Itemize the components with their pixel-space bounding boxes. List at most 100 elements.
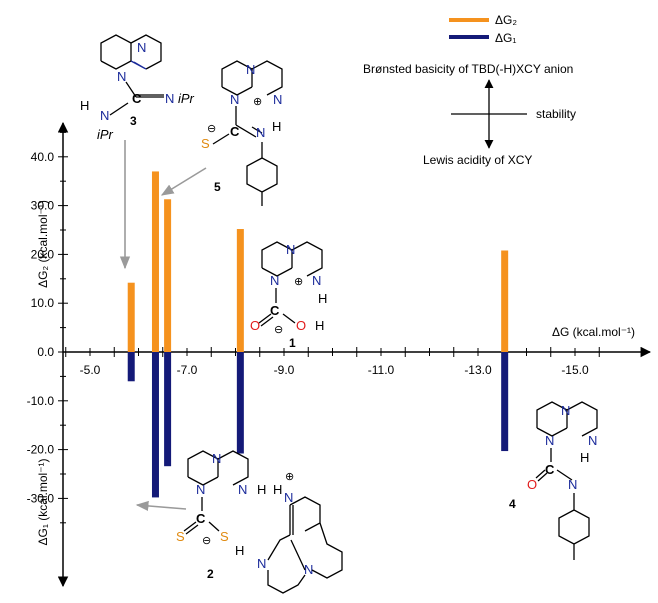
structure-4: N N N C O N H 4 — [509, 401, 598, 560]
bar-dg1 — [151, 352, 159, 498]
compound-label-5: 5 — [214, 180, 221, 194]
atom-ipr: iPr — [178, 91, 195, 106]
structure-5: N N N ⊕ C N H S ⊖ 5 — [201, 60, 283, 206]
y-tick-label: 40.0 — [31, 150, 55, 164]
x-tick-label: -15.0 — [561, 363, 589, 377]
compass: Brønsted basicity of TBD(-H)XCY anion st… — [363, 62, 576, 167]
charge-plus: ⊕ — [253, 96, 262, 108]
atom-n: N — [196, 482, 205, 497]
atom-n: N — [304, 562, 313, 577]
atom-n: N — [165, 91, 174, 106]
atom-n: N — [100, 108, 109, 123]
atom-s: S — [176, 529, 185, 544]
atom-n: N — [561, 403, 570, 418]
x-tick-label: -13.0 — [464, 363, 492, 377]
compound-label-4: 4 — [509, 497, 516, 511]
atom-s: S — [220, 529, 229, 544]
atom-n: N — [256, 125, 265, 140]
bar-dg1 — [127, 352, 135, 382]
charge-minus: ⊖ — [207, 123, 216, 135]
atom-n: N — [588, 433, 597, 448]
pointer-arrow-5 — [160, 167, 207, 196]
atom-h: H — [273, 482, 282, 497]
atom-c: C — [270, 303, 280, 318]
compass-down-label: Lewis acidity of XCY — [423, 153, 532, 167]
charge-plus: ⊕ — [285, 471, 294, 483]
atom-h: H — [80, 98, 89, 113]
y-tick-label: 20.0 — [31, 247, 55, 261]
structure-2: N N N H C S S ⊖ H H ⊕ N N N 2 — [176, 450, 343, 594]
bar-dg2 — [164, 199, 172, 352]
atom-n: N — [212, 451, 221, 466]
atom-h: H — [235, 543, 244, 558]
legend-swatch-dg2 — [449, 18, 489, 22]
bar-dg2 — [151, 171, 159, 352]
compass-up-label: Brønsted basicity of TBD(-H)XCY anion — [363, 62, 573, 76]
atom-c: C — [132, 91, 142, 106]
x-axis-label: ΔG (kcal.mol⁻¹) — [552, 325, 635, 339]
atom-n: N — [230, 92, 239, 107]
atom-h: H — [315, 318, 324, 333]
pointer-arrow-2 — [135, 500, 187, 512]
y-tick-label: -20.0 — [27, 443, 55, 457]
compass-right-label: stability — [536, 107, 576, 121]
bar-dg1 — [236, 352, 244, 454]
y-tick-label: -30.0 — [27, 491, 55, 505]
atom-n: N — [238, 482, 247, 497]
y-tick-label: 30.0 — [31, 199, 55, 213]
atom-c: C — [230, 124, 240, 139]
x-tick-label: -11.0 — [368, 363, 395, 377]
legend-label-dg1: ΔG₁ — [495, 31, 516, 45]
atom-h: H — [318, 291, 327, 306]
atom-n: N — [137, 40, 146, 55]
x-tick-label: -5.0 — [80, 363, 101, 377]
y-axis-label-top: ΔG₂ (kcal.mol⁻¹) — [36, 200, 50, 288]
legend-label-dg2: ΔG₂ — [495, 13, 517, 27]
atom-n: N — [273, 92, 282, 107]
atom-c: C — [545, 462, 555, 477]
bars — [127, 171, 509, 498]
y-tick-label: 10.0 — [31, 296, 55, 310]
legend-swatch-dg1 — [449, 35, 489, 39]
compound-label-2: 2 — [207, 567, 214, 581]
atom-h: H — [272, 119, 281, 134]
atom-o: O — [527, 477, 537, 492]
y-ticks: 40.0 30.0 20.0 10.0 0.0 -10.0 -20.0 -30.0 — [27, 131, 68, 524]
bar-dg2 — [501, 250, 509, 352]
x-tick-label: -7.0 — [177, 363, 198, 377]
atom-n: N — [246, 62, 255, 77]
compound-label-3: 3 — [130, 114, 137, 128]
bar-dg2 — [236, 229, 244, 352]
atom-n: N — [545, 433, 554, 448]
atom-n: N — [312, 273, 321, 288]
legend: ΔG₂ ΔG₁ — [449, 13, 517, 45]
atom-c: C — [196, 511, 206, 526]
structure-3: N N C N iPr N H iPr 3 — [80, 34, 195, 142]
bar-dg2 — [127, 282, 135, 352]
atom-n: N — [270, 273, 279, 288]
atom-ipr: iPr — [97, 127, 114, 142]
structure-1: N N N ⊕ H C O O ⊖ H 1 — [250, 241, 327, 350]
x-ticks: -5.0 -7.0 -9.0 -11.0 -13.0 -15.0 — [65, 347, 600, 377]
atom-n: N — [284, 490, 293, 505]
y-tick-label: -10.0 — [27, 394, 55, 408]
charge-minus: ⊖ — [202, 535, 211, 547]
atom-o: O — [296, 318, 306, 333]
atom-o: O — [250, 318, 260, 333]
compound-label-1: 1 — [289, 336, 296, 350]
y-tick-label: 0.0 — [37, 345, 54, 359]
atom-n: N — [257, 556, 266, 571]
atom-n: N — [568, 477, 577, 492]
bar-dg1 — [501, 352, 509, 452]
atom-h: H — [257, 482, 266, 497]
charge-minus: ⊖ — [274, 324, 283, 336]
atom-n: N — [286, 242, 295, 257]
y-axis-label-bottom: ΔG₁ (kcal.mol⁻¹) — [36, 458, 50, 545]
charge-plus: ⊕ — [294, 276, 303, 288]
atom-h: H — [580, 450, 589, 465]
x-tick-label: -9.0 — [274, 363, 295, 377]
atom-n: N — [117, 69, 126, 84]
bar-dg1 — [164, 352, 172, 467]
